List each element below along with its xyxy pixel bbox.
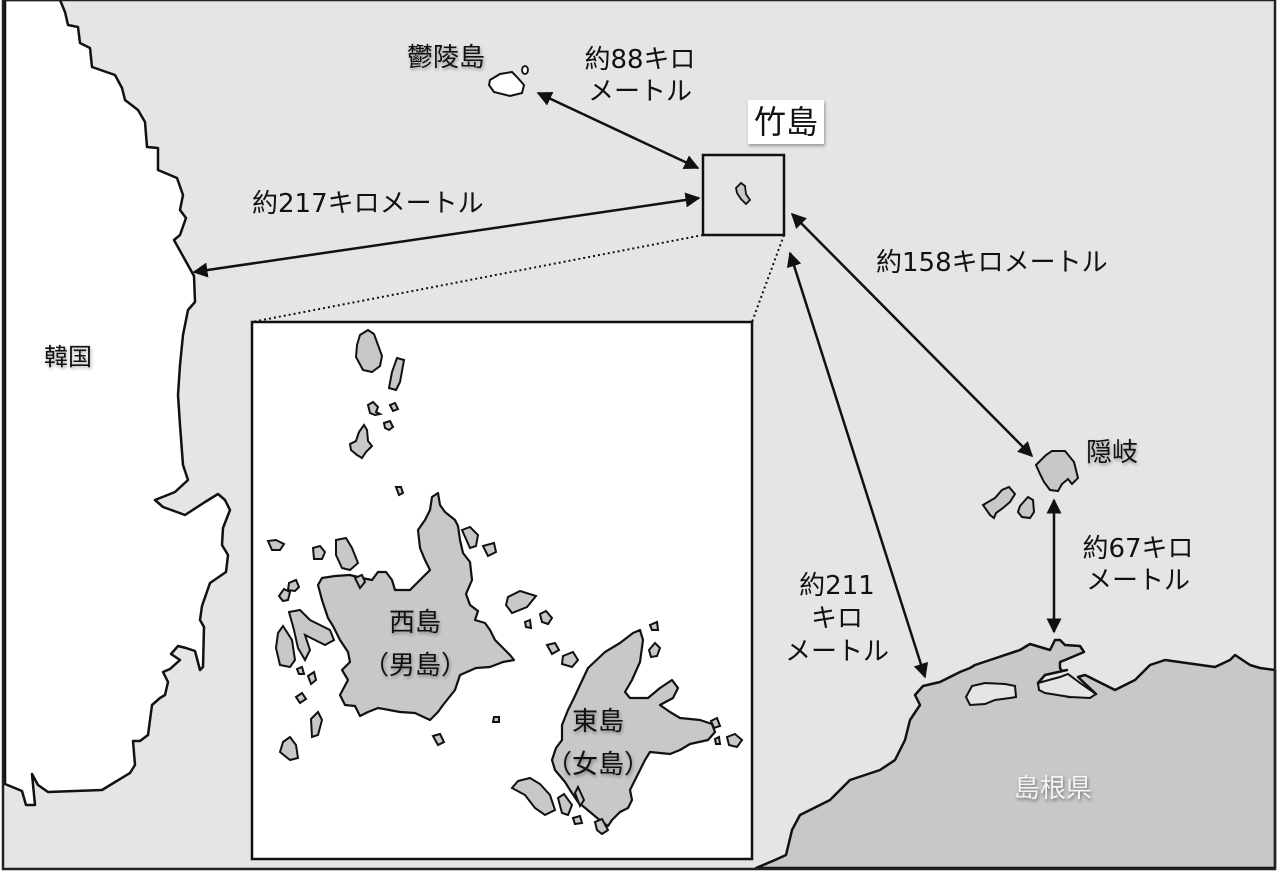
ulleungdo-islet [521, 65, 529, 75]
korea-label: 韓国 [44, 343, 92, 371]
inset-northern-islets [348, 328, 406, 497]
inset-east-islets [510, 716, 744, 836]
east-island-label: 東島 [571, 707, 624, 737]
inset-west-islets [266, 525, 500, 762]
distance-oki-shimane-line2: メートル [1085, 566, 1190, 596]
arrow-takeshima-shimane [786, 251, 929, 679]
oki-dogo-island [1034, 450, 1080, 493]
distance-shimane-line1: 約211 [799, 571, 875, 601]
lake-shinji [964, 681, 1018, 707]
distance-shimane-line2: キロ [810, 604, 863, 634]
distance-ulleungdo-line2: メートル [587, 77, 692, 107]
oki-nishinoshima-island [981, 485, 1017, 520]
nishijima-west-island [316, 491, 516, 722]
east-island-alt-label: （女島） [545, 750, 650, 780]
oki-nakanoshima-island [1016, 495, 1036, 520]
distance-ulleungdo-line1: 約88キロ [584, 45, 696, 75]
higashijima-east-island [550, 628, 717, 828]
takeshima-locator-box [701, 153, 786, 237]
ulleungdo-label: 鬱陵島 [407, 43, 486, 73]
takeshima-label: 竹島 [748, 100, 825, 144]
korea-landmass [3, 0, 232, 807]
arrow-ulleungdo-takeshima [536, 91, 700, 170]
distance-oki-shimane-line1: 約67キロ [1082, 534, 1194, 564]
west-island-label: 西島 [388, 608, 441, 638]
oki-label: 隠岐 [1086, 438, 1139, 468]
inset-connector-right [751, 234, 785, 323]
takeshima-island-small [735, 181, 752, 206]
distance-korea: 約217キロメートル [252, 189, 484, 219]
ulleungdo-island [487, 70, 526, 98]
west-island-alt-label: （男島） [362, 651, 467, 681]
shimane-landmass [754, 638, 1277, 870]
distance-oki-takeshima: 約158キロメートル [876, 248, 1108, 278]
distance-shimane-line3: メートル [784, 637, 889, 667]
shimane-label: 島根県 [1014, 774, 1093, 804]
lake-nakaumi [1036, 672, 1098, 700]
arrow-korea-takeshima [192, 192, 701, 278]
inset-middle-islets [504, 589, 662, 743]
